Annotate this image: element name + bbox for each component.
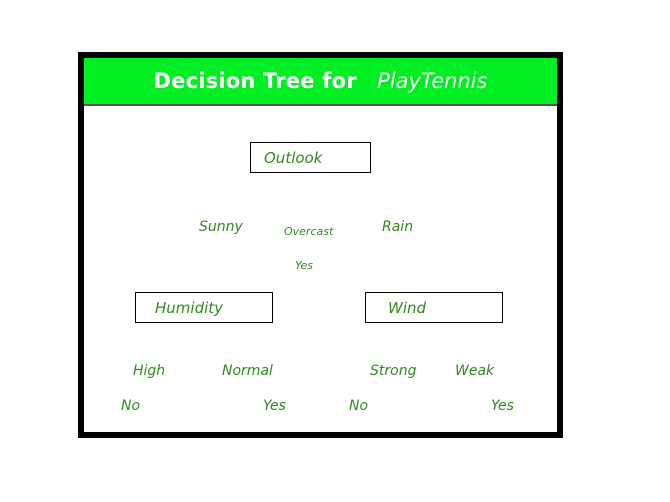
- page-title-emphasis: PlayTennis: [377, 69, 488, 93]
- edge-label-normal: Normal: [222, 363, 273, 379]
- edge-label-strong: Strong: [370, 363, 417, 379]
- edge-label-sunny: Sunny: [199, 219, 243, 235]
- node-wind[interactable]: Wind: [365, 292, 503, 323]
- edge-label-overcast: Overcast: [284, 225, 334, 238]
- node-humidity-label: Humidity: [155, 298, 224, 317]
- leaf-no-strong: No: [349, 398, 369, 414]
- leaf-no-high: No: [121, 398, 141, 414]
- title-banner: Decision Tree for PlayTennis: [84, 58, 557, 106]
- edge-label-high: High: [133, 363, 166, 379]
- edge-label-rain: Rain: [382, 219, 414, 235]
- node-humidity[interactable]: Humidity: [135, 292, 273, 323]
- leaf-yes-normal: Yes: [263, 398, 286, 414]
- leaf-yes-overcast: Yes: [295, 259, 314, 272]
- node-wind-label: Wind: [388, 298, 427, 317]
- page-title: Decision Tree for: [153, 69, 357, 93]
- node-outlook-label: Outlook: [264, 148, 323, 167]
- node-outlook[interactable]: Outlook: [250, 142, 371, 173]
- diagram-frame: Decision Tree for PlayTennis: [78, 52, 563, 438]
- edge-label-weak: Weak: [455, 363, 495, 379]
- leaf-yes-weak: Yes: [491, 398, 514, 414]
